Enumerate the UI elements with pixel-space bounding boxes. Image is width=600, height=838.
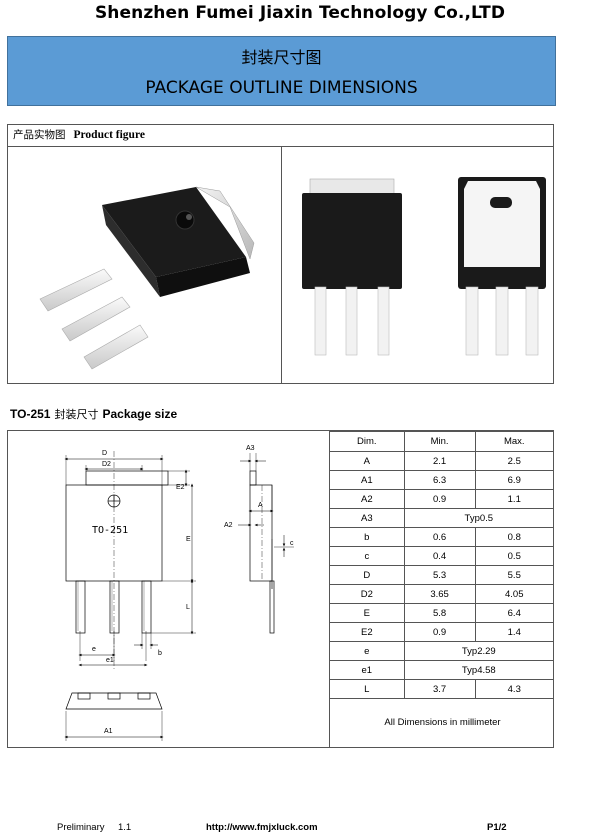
dim-min: 6.3: [403, 470, 476, 490]
dim-symbol: A3: [329, 508, 405, 528]
dim-label-d2: D2: [102, 461, 111, 468]
dim-max: 4.3: [474, 679, 554, 699]
footer-page: P1/2: [487, 822, 507, 833]
dim-max: 1.4: [474, 622, 554, 642]
dim-label-a: A: [258, 502, 263, 509]
product-figure-table: 产品实物图 Product figure: [7, 124, 554, 384]
header-dim: Dim.: [329, 431, 405, 452]
dim-min: 3.65: [403, 584, 476, 604]
dim-label-a2: A2: [224, 522, 233, 529]
footer-url[interactable]: http://www.fmjxluck.com: [206, 822, 318, 833]
dim-label-e1: e1: [106, 657, 114, 664]
dim-symbol: c: [329, 546, 405, 566]
header-min: Min.: [403, 431, 476, 452]
product-figure-header: 产品实物图 Product figure: [8, 125, 553, 147]
dim-symbol: b: [329, 527, 405, 547]
title-banner: 封装尺寸图 PACKAGE OUTLINE DIMENSIONS: [7, 36, 556, 106]
dim-label-c: c: [290, 540, 294, 547]
dim-min: 0.6: [403, 527, 476, 547]
outline-drawing: D D2 E2 E L e e1 b A3 A A2 c A1 TO-251: [64, 445, 294, 741]
dim-max: 1.1: [474, 489, 554, 509]
package-spec-box: D D2 E2 E L e e1 b A3 A A2 c A1 TO-251 D…: [7, 430, 555, 748]
dimension-table-header: Dim. Min. Max.: [329, 431, 554, 452]
dim-min: 5.8: [403, 603, 476, 623]
dim-symbol: E: [329, 603, 405, 623]
footer-version: 1.1: [118, 822, 132, 833]
dimension-note: All Dimensions in millimeter: [329, 699, 555, 747]
header-max: Max.: [474, 431, 554, 452]
footer-status: Preliminary: [57, 822, 105, 833]
dim-symbol: L: [329, 679, 405, 699]
dim-symbol: E2: [329, 622, 405, 642]
dim-symbol: A: [329, 451, 405, 471]
dim-max: 5.5: [474, 565, 554, 585]
dim-symbol: A2: [329, 489, 405, 509]
product-photo-front-back: [282, 147, 553, 383]
dim-symbol: e: [329, 641, 405, 661]
package-label-cn: 封装尺寸: [54, 408, 99, 421]
dim-min: 0.9: [403, 489, 476, 509]
dim-min: 2.1: [403, 451, 476, 471]
dim-label-b: b: [158, 650, 162, 657]
dim-max: 6.9: [474, 470, 554, 490]
title-en: PACKAGE OUTLINE DIMENSIONS: [145, 78, 418, 98]
dim-label-a1: A1: [104, 728, 113, 735]
dim-max: 0.8: [474, 527, 554, 547]
dim-typical: Typ0.5: [403, 508, 555, 528]
product-photo-angled: [8, 147, 282, 383]
angled-device-image: [39, 186, 255, 370]
dim-max: 4.05: [474, 584, 554, 604]
body-marking: TO-251: [92, 525, 128, 536]
back-view-device: [458, 177, 546, 356]
package-name: TO-251: [10, 407, 51, 421]
package-label-en: Package size: [102, 407, 178, 421]
dim-label-e-pitch: e: [92, 646, 96, 653]
dim-symbol: e1: [329, 660, 405, 680]
dim-min: 0.9: [403, 622, 476, 642]
dim-label-d: D: [102, 450, 107, 457]
dim-min: 3.7: [403, 679, 476, 699]
title-cn: 封装尺寸图: [241, 48, 322, 67]
dim-symbol: A1: [329, 470, 405, 490]
dim-label-e: E: [186, 536, 191, 543]
dim-typical: Typ4.58: [403, 660, 555, 680]
dim-max: 6.4: [474, 603, 554, 623]
dim-label-l: L: [186, 604, 190, 611]
dim-label-a3: A3: [246, 445, 255, 452]
product-figure-label-en: Product figure: [73, 129, 145, 141]
product-figure-label-cn: 产品实物图: [13, 129, 66, 141]
dim-label-e2: E2: [176, 484, 185, 491]
dim-max: 2.5: [474, 451, 554, 471]
dim-symbol: D: [329, 565, 405, 585]
front-view-device: [302, 178, 402, 356]
dim-min: 0.4: [403, 546, 476, 566]
front-back-device-image: [302, 177, 546, 356]
dim-min: 5.3: [403, 565, 476, 585]
dim-typical: Typ2.29: [403, 641, 555, 661]
dim-symbol: D2: [329, 584, 405, 604]
company-name: Shenzhen Fumei Jiaxin Technology Co.,LTD: [94, 3, 506, 23]
dim-max: 0.5: [474, 546, 554, 566]
